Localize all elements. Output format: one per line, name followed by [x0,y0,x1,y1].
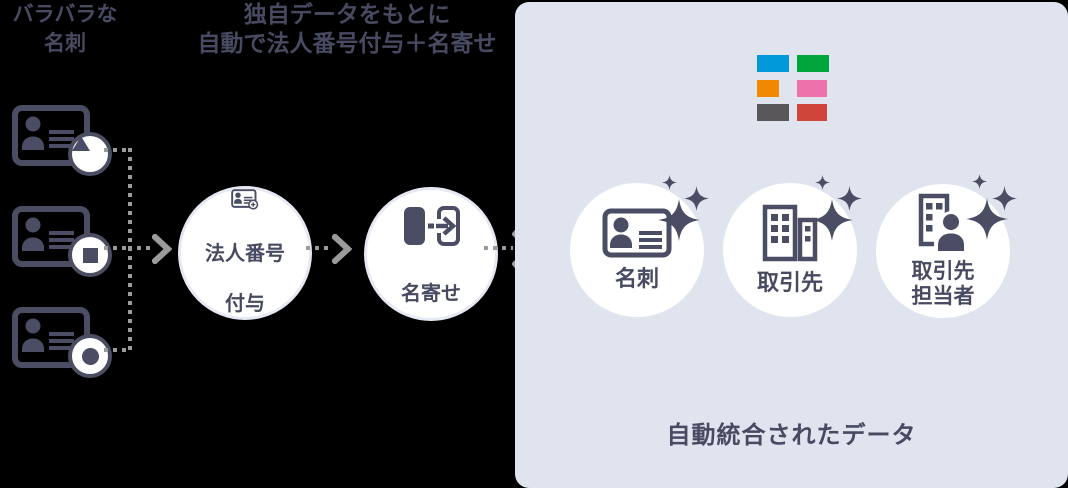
integrated-data-panel: 名刺 取引先 [515,2,1068,488]
logo-block-orange [757,80,779,97]
arrow-line-3 [484,246,513,250]
company-contact-icon [918,193,968,251]
scattered-card-1 [12,105,112,176]
step-label-line1: 法人番号 [205,243,285,265]
result-label-line2: 担当者 [911,285,975,308]
business-card-icon [602,208,672,258]
connector-stub-bottom [104,348,130,352]
step-label: 法人番号 付与 [205,217,285,317]
step-label-line2: 付与 [225,293,265,315]
circle-icon [81,347,99,365]
sparkle-icon [837,186,862,211]
caption-line: 自動で法人番号付与＋名寄せ [197,30,497,56]
arrow-right-icon [332,234,352,264]
logo-block-gray [757,104,789,121]
company-icon [762,204,818,262]
arrow-line-1 [128,246,154,250]
process-caption: 独自データをもとに 自動で法人番号付与＋名寄せ [172,0,522,58]
logo-block-pink [797,80,827,97]
triangle-badge [68,132,112,176]
sparkle-icon [966,198,1008,240]
sparkle-icon [972,174,987,189]
logo-block-green [797,55,829,72]
square-icon [82,247,98,263]
result-label: 取引先 [757,270,823,296]
result-company: 取引先 [723,175,862,317]
result-company-contact: 取引先 担当者 [876,174,1017,318]
scattered-cards-caption: バラバラな 名刺 [0,0,130,58]
caption-line: 名刺 [44,32,86,55]
circle-badge [68,334,112,378]
sparkle-icon [684,186,709,211]
result-label: 取引先 担当者 [912,259,975,309]
merge-icon [404,205,460,246]
step-merge: 名寄せ [364,187,498,321]
person-card-icon [22,217,74,251]
sparkle-icon [992,186,1017,211]
step-label: 名寄せ [401,257,461,307]
sparkle-icon [811,199,853,241]
sparkle-icon [658,199,700,241]
scattered-card-2 [12,206,112,277]
result-label-line1: 名刺 [614,266,659,291]
connector-vertical [128,148,132,352]
result-label-line1: 取引先 [911,260,975,283]
connector-stub-mid [104,246,130,250]
logo-block-blue [757,55,789,72]
result-business-card: 名刺 [570,175,709,317]
caption-line: 独自データをもとに [243,1,451,27]
person-card-icon [22,116,74,150]
connector-stub-top [104,148,130,152]
person-card-icon [22,318,74,352]
sparkle-icon [662,175,677,190]
integrated-data-caption: 自動統合されたデータ [666,422,917,449]
logo-block-red [797,104,827,121]
sparkle-icon [815,175,830,190]
step-label-line1: 名寄せ [401,282,461,305]
caption-line: バラバラな [12,3,118,26]
arrow-line-2 [306,246,333,250]
triangle-icon [72,136,90,151]
result-label: 名刺 [615,266,659,292]
square-badge [68,233,112,277]
arrow-right-icon [152,234,172,264]
step-corporate-number: 法人番号 付与 [178,186,312,320]
scattered-card-3 [12,307,112,378]
corporate-number-card-icon [231,189,259,210]
result-label-line1: 取引先 [756,270,823,295]
